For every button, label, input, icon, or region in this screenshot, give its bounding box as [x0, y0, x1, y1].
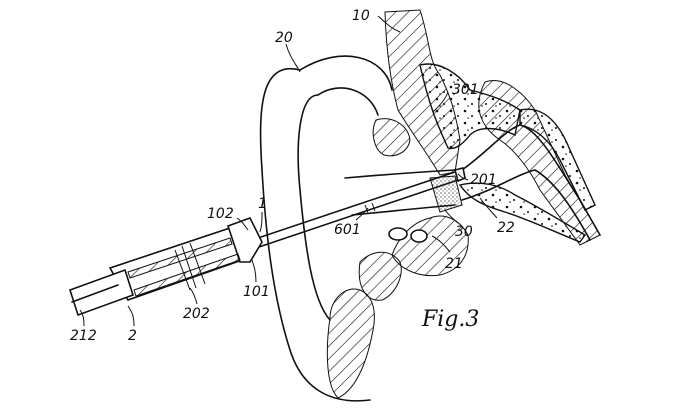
figure-caption: Fig.3 — [421, 307, 479, 332]
outer-ear — [261, 56, 402, 401]
label-101: 101 — [243, 284, 270, 300]
label-601: 601 — [334, 222, 361, 238]
label-301: 301 — [452, 82, 479, 98]
label-30: 30 — [455, 224, 473, 240]
label-22: 22 — [497, 220, 515, 236]
label-201: 201 — [470, 172, 497, 188]
label-212: 212 — [70, 328, 97, 344]
label-1: 1 — [258, 196, 267, 212]
label-202: 202 — [183, 306, 210, 322]
label-10: 10 — [352, 8, 370, 24]
syringe — [70, 218, 262, 315]
label-20: 20 — [275, 30, 293, 46]
label-21: 21 — [445, 256, 463, 272]
label-102: 102 — [207, 206, 234, 222]
label-2: 2 — [128, 328, 137, 344]
